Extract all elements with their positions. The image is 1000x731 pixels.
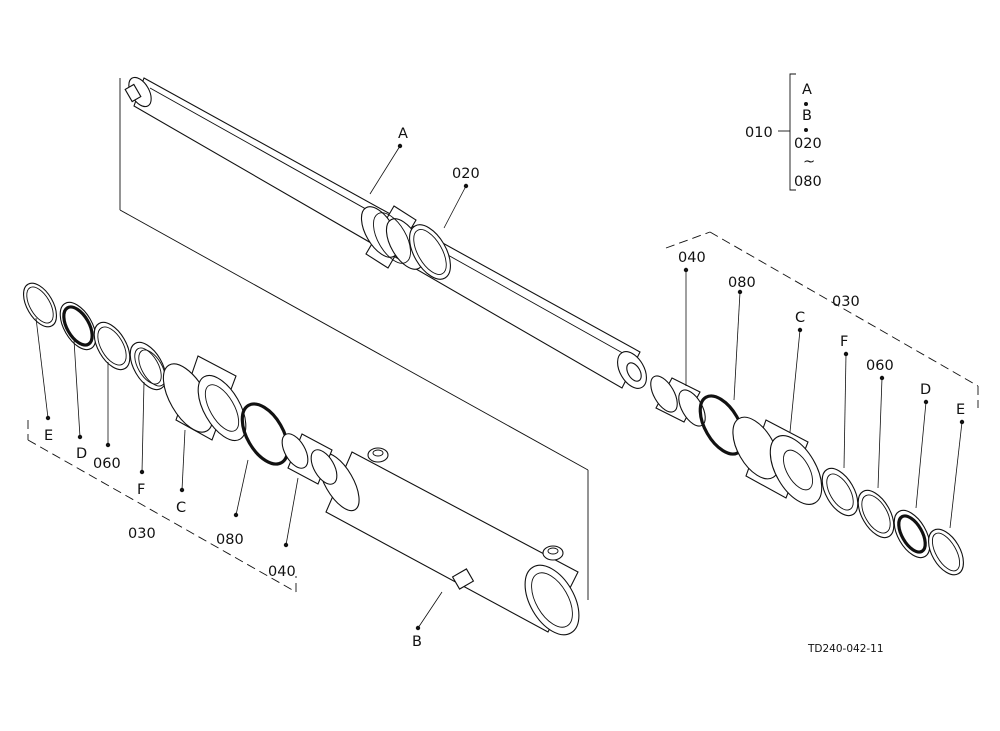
piston-rod-a — [124, 76, 647, 389]
right-ring-e — [928, 528, 964, 576]
left-group-030-bracket — [27, 420, 297, 593]
label-left-c: C — [176, 500, 186, 516]
label-a-rod: A — [398, 126, 408, 142]
label-left-e: E — [44, 428, 53, 444]
drawing-id: TD240-042-11 — [807, 643, 884, 655]
label-b-tube: B — [412, 634, 422, 650]
assembly-010-bracket — [778, 73, 808, 191]
left-seal-f — [129, 341, 167, 391]
top-leaders — [369, 143, 469, 631]
right-ring-060 — [857, 489, 895, 539]
right-bushing-040 — [650, 375, 706, 427]
label-right-030: 030 — [832, 294, 860, 310]
label-a-bracket: A — [802, 82, 812, 98]
label-010: 010 — [745, 125, 773, 141]
cylinder-tube-b — [318, 447, 580, 636]
label-left-030: 030 — [128, 526, 156, 542]
label-left-f: F — [137, 482, 145, 498]
label-tilde: ~ — [803, 154, 815, 170]
label-right-e: E — [956, 402, 965, 418]
label-right-c: C — [795, 310, 805, 326]
left-leaders — [35, 317, 299, 548]
left-o-ring-080 — [240, 402, 290, 466]
assembly-frame-lines — [119, 78, 589, 600]
label-right-f: F — [840, 334, 848, 350]
label-b-bracket: B — [802, 108, 812, 124]
label-left-d: D — [76, 446, 87, 462]
left-seal-d — [59, 301, 97, 351]
label-right-d: D — [920, 382, 931, 398]
ring-020 — [409, 224, 451, 280]
label-left-080: 080 — [216, 532, 244, 548]
callout-labels: A 020 A B 010 020 ~ 080 E D 060 F C 030 … — [44, 82, 965, 655]
label-080-bracket: 080 — [794, 174, 822, 190]
right-seal-f — [821, 467, 859, 517]
right-leaders — [683, 267, 965, 529]
label-left-060: 060 — [93, 456, 121, 472]
left-bushing-040 — [281, 433, 338, 485]
right-seal-d — [893, 509, 931, 559]
left-gland-c — [162, 355, 247, 441]
label-right-040: 040 — [678, 250, 706, 266]
label-right-080: 080 — [728, 275, 756, 291]
right-gland-c — [732, 416, 823, 505]
label-020-rod: 020 — [452, 166, 480, 182]
left-ring-060 — [93, 321, 131, 371]
label-020-bracket: 020 — [794, 136, 822, 152]
right-group-030-bracket — [665, 231, 979, 408]
left-ring-e — [22, 282, 58, 328]
label-right-060: 060 — [866, 358, 894, 374]
label-left-040: 040 — [268, 564, 296, 580]
